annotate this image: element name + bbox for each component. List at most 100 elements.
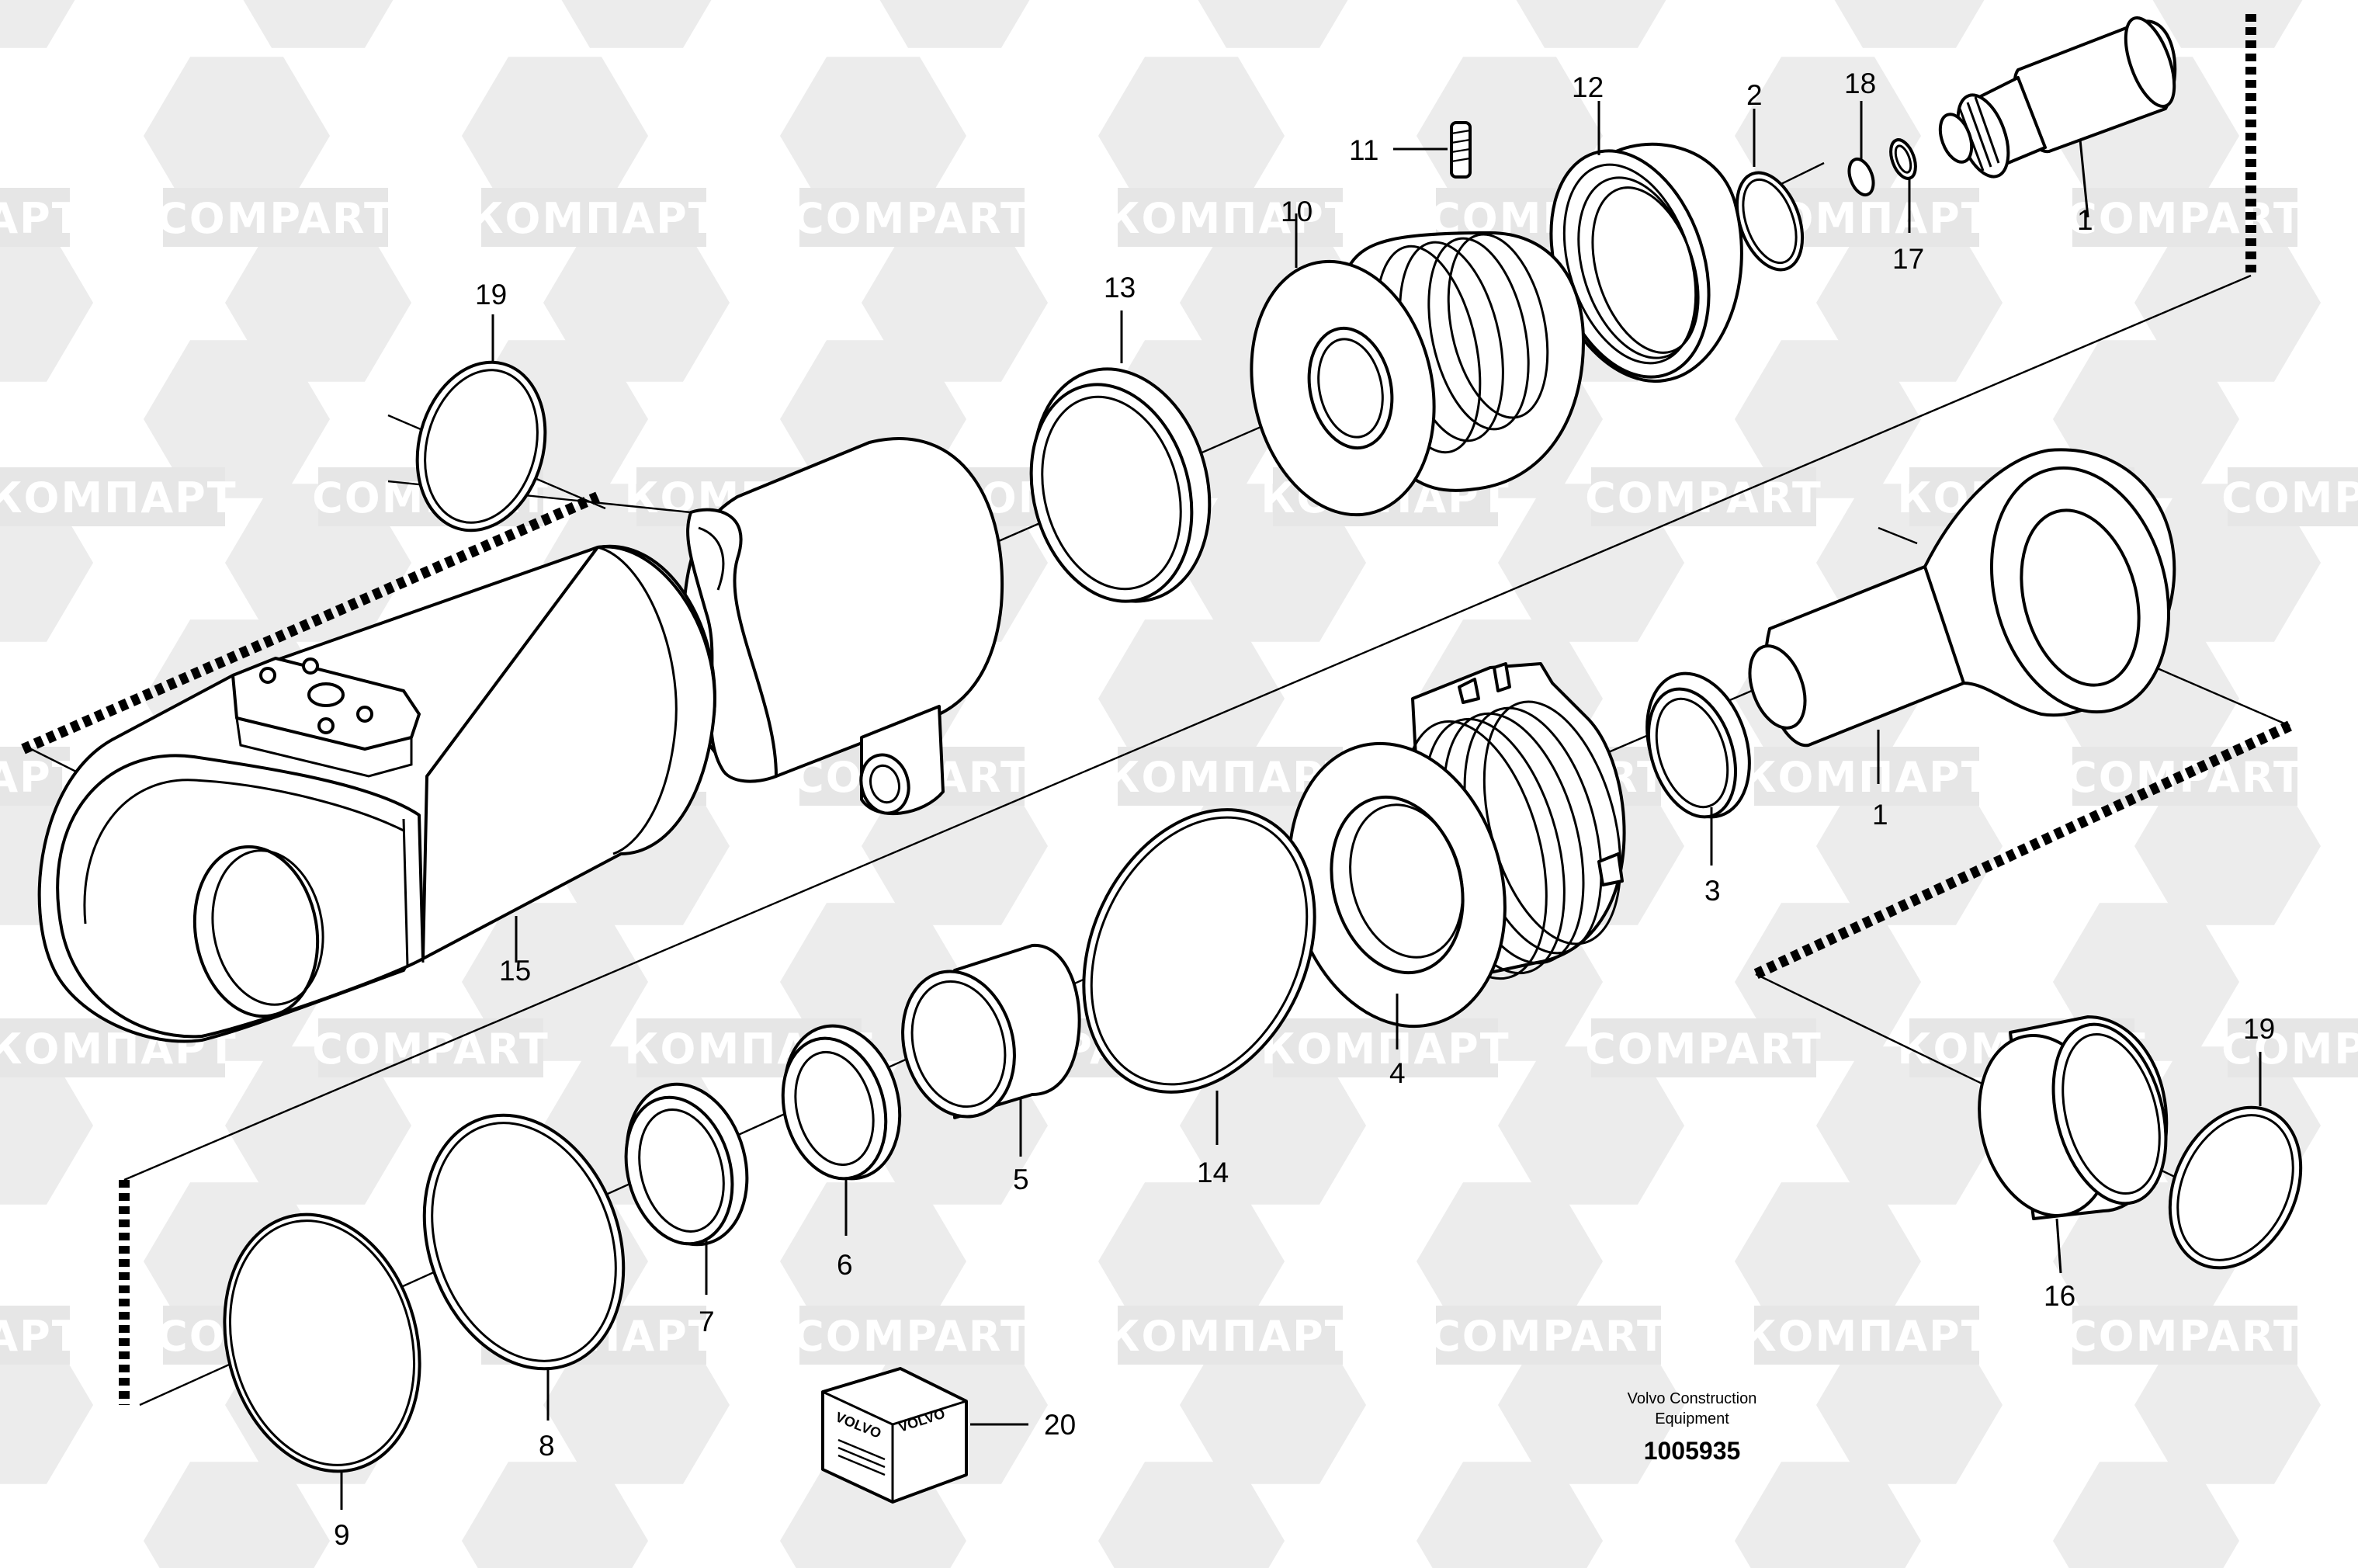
callout-11: 11 [1349, 134, 1378, 166]
watermark-text: COMPART [1585, 1025, 1822, 1074]
watermark-text: COMPART [2066, 753, 2304, 802]
watermark-hex [1098, 619, 1285, 778]
watermark-hex [780, 1182, 966, 1341]
watermark-hex [243, 0, 394, 48]
callout-14: 14 [1197, 1157, 1229, 1188]
watermark-hex [543, 1326, 730, 1484]
watermark-text: COMPART [2221, 1025, 2358, 1074]
watermark-text: КОМПАРТ [1105, 1312, 1354, 1361]
watermark-band [2072, 1306, 2297, 1365]
watermark-hex [1180, 1326, 1366, 1484]
watermark-hex [1180, 1046, 1366, 1205]
watermark-hex [1198, 0, 1348, 48]
callout-17: 17 [1892, 243, 1924, 275]
watermark-band [1754, 747, 1979, 806]
watermark-text: КОМПАРТ [1742, 1312, 1991, 1361]
part-13-wear-ring [1029, 310, 1212, 603]
callout-18: 18 [1844, 68, 1876, 99]
watermark-band [1436, 1306, 1661, 1365]
part-callouts: 1 1 2 3 4 5 6 7 8 9 10 11 12 13 14 15 16… [334, 68, 2275, 1551]
watermark-hex [1834, 0, 1985, 48]
watermark-hex [2053, 1462, 2239, 1568]
part-17-ring [1889, 138, 1917, 233]
callout-9: 9 [334, 1519, 350, 1551]
watermark-band [163, 188, 388, 247]
watermark-hex [2134, 767, 2321, 925]
watermark-hex [1417, 1182, 1603, 1341]
watermark-hex [1816, 1046, 2003, 1205]
watermark-hex [1735, 1462, 1921, 1568]
watermark-band [2228, 467, 2358, 526]
watermark-hex [0, 1046, 93, 1205]
footer-publisher-line1: Volvo Construction [1628, 1390, 1757, 1407]
part-16-bushing [1978, 1015, 2169, 1274]
watermark-hex [0, 0, 75, 48]
part-19-ring-upper [415, 314, 547, 532]
watermark-band [1118, 188, 1343, 247]
callout-2: 2 [1746, 79, 1763, 111]
watermark-text: COMPART [1430, 1312, 1667, 1361]
watermark-hex [2134, 1326, 2321, 1484]
watermark-hex [1498, 1046, 1684, 1205]
dashed-boundaries [21, 14, 2292, 1405]
part-19-ring-lower [2168, 1052, 2303, 1270]
watermark-hex [144, 340, 330, 498]
watermark-band [799, 1306, 1025, 1365]
part-3-rod-seal [1645, 671, 1751, 866]
callout-12: 12 [1572, 71, 1604, 103]
watermark-hex [462, 57, 648, 215]
footer-diagram-code: 1005935 [1644, 1437, 1741, 1465]
watermark-hex [1516, 0, 1666, 48]
watermark-band [2072, 747, 2297, 806]
watermark-text: COMPART [157, 194, 394, 243]
watermark-text: КОМПАРТ [0, 474, 238, 522]
callout-1-eye: 1 [1872, 799, 1888, 831]
part-9-o-ring [223, 1212, 421, 1510]
callout-16: 16 [2044, 1280, 2075, 1312]
watermark-text: КОМПАРТ [1742, 753, 1991, 802]
callout-8: 8 [539, 1430, 555, 1462]
part-14-o-ring [1082, 808, 1316, 1145]
part-12-piston-nut [1549, 101, 1743, 383]
callout-3: 3 [1704, 875, 1721, 907]
watermark-band [1591, 1018, 1816, 1077]
callout-13: 13 [1104, 272, 1136, 304]
watermark-band [318, 1018, 543, 1077]
watermark-text: КОМПАРТ [469, 194, 718, 243]
callout-20: 20 [1044, 1409, 1076, 1441]
watermark-band [481, 188, 706, 247]
watermark-text: COMPART [2066, 194, 2304, 243]
watermark-text: КОМПАРТ [1260, 1025, 1510, 1074]
watermark-text: COMPART [2066, 1312, 2304, 1361]
watermark-hex [780, 57, 966, 215]
part-20-seal-kit-box: VOLVO VOLVO [821, 1367, 1028, 1504]
callout-4: 4 [1389, 1057, 1406, 1089]
part-10-piston [1250, 213, 1585, 517]
watermark-hex [2152, 0, 2303, 48]
watermark-hex [462, 1462, 648, 1568]
watermark-band [0, 467, 225, 526]
watermark-band [0, 1306, 70, 1365]
watermark-hex [561, 0, 712, 48]
part-18-ring [1847, 101, 1875, 197]
watermark-hex [0, 1326, 93, 1484]
watermark-band [2228, 1018, 2358, 1077]
watermark-band [2072, 188, 2297, 247]
callout-19-lower: 19 [2243, 1013, 2275, 1045]
part-1-rod-end-top [1938, 16, 2177, 218]
watermark-band [0, 747, 70, 806]
watermark-hex [144, 1462, 330, 1568]
callout-19-upper: 19 [475, 279, 507, 310]
watermark-hex [144, 57, 330, 215]
part-15-cylinder-body [37, 544, 716, 1043]
watermark-text: COMPART [1585, 474, 1822, 522]
watermark-text: COMPART [793, 194, 1031, 243]
watermark-hex [0, 224, 93, 382]
watermark-hex [1098, 1182, 1285, 1341]
watermark-hex [1098, 57, 1285, 215]
watermark-band [1754, 1306, 1979, 1365]
part-4-cylinder-head [1288, 662, 1626, 1049]
callout-10: 10 [1281, 196, 1313, 227]
watermark-hex [1498, 1326, 1684, 1484]
